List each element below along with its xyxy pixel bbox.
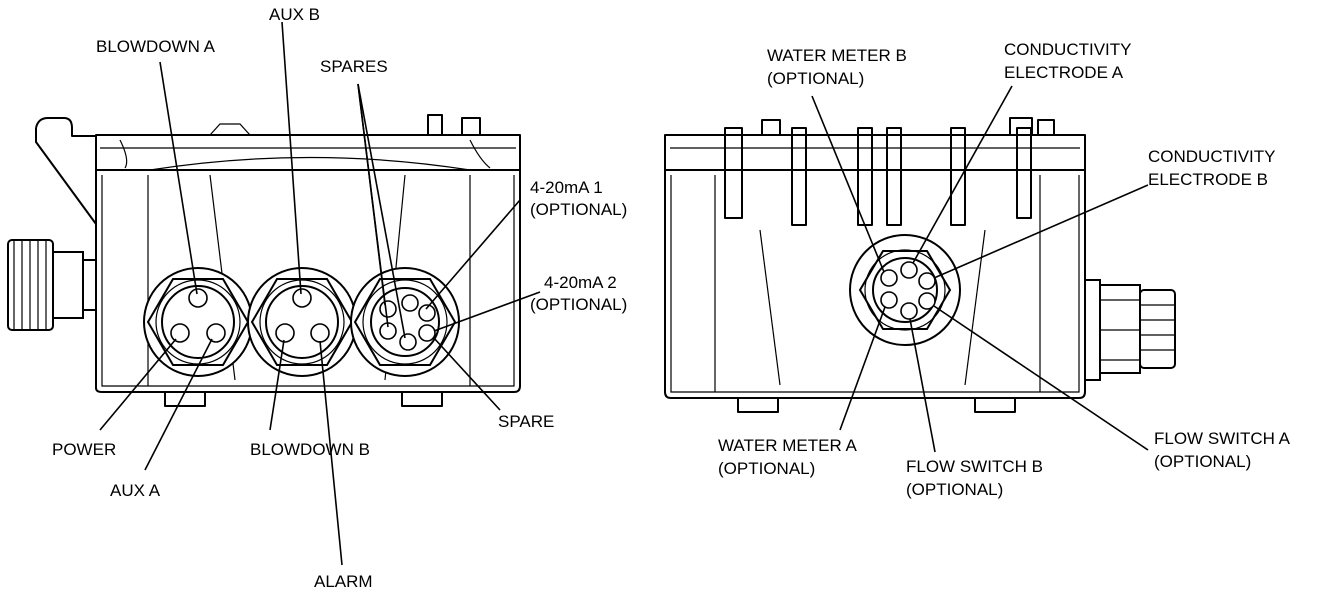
label-spares: SPARES xyxy=(320,57,388,76)
label-water-meter-a-line2: (OPTIONAL) xyxy=(718,459,815,478)
label-4-20ma-2-line1: 4-20mA 2 xyxy=(544,273,617,292)
label-conductivity-a-line1: CONDUCTIVITY xyxy=(1004,40,1132,59)
right-leader-lines xyxy=(811,85,1149,453)
pin-water-meter-a xyxy=(880,291,898,309)
label-blowdown-b: BLOWDOWN B xyxy=(250,440,370,459)
pin-water-meter-b xyxy=(880,269,898,287)
pin-flow-switch-b xyxy=(900,302,918,320)
label-conductivity-b-line1: CONDUCTIVITY xyxy=(1148,147,1276,166)
pin-power xyxy=(170,323,190,343)
pin-blowdown-b xyxy=(275,323,295,343)
label-4-20ma-1-line1: 4-20mA 1 xyxy=(530,178,603,197)
label-4-20ma-2-line2: (OPTIONAL) xyxy=(530,295,627,314)
label-alarm: ALARM xyxy=(314,572,373,591)
pin-blowdown-a xyxy=(188,288,208,308)
label-conductivity-b-line2: ELECTRODE B xyxy=(1148,170,1268,189)
label-spare: SPARE xyxy=(498,412,554,431)
label-flow-switch-b-line2: (OPTIONAL) xyxy=(906,480,1003,499)
left-cable-gland xyxy=(7,239,97,331)
label-aux-a: AUX A xyxy=(110,481,161,500)
label-flow-switch-b-line1: FLOW SWITCH B xyxy=(906,457,1043,476)
label-aux-b: AUX B xyxy=(269,5,320,24)
pin-4-20ma-2 xyxy=(418,324,436,342)
label-water-meter-b-line2: (OPTIONAL) xyxy=(767,69,864,88)
pin-alarm xyxy=(310,323,330,343)
right-enclosure xyxy=(664,117,1086,413)
pin-conductivity-b xyxy=(918,272,936,290)
pin-flow-switch-a xyxy=(918,292,936,310)
pin-spare-1 xyxy=(379,300,397,318)
left-enclosure xyxy=(35,114,521,407)
label-water-meter-a-line1: WATER METER A xyxy=(718,436,858,455)
left-leader-lines xyxy=(99,21,541,566)
connector-3pin-aux-b xyxy=(247,267,357,377)
label-flow-switch-a-line1: FLOW SWITCH A xyxy=(1154,429,1291,448)
right-cable-gland xyxy=(1084,279,1176,381)
pin-4-20ma-1 xyxy=(418,304,436,322)
connector-3pin-blowdown-a xyxy=(143,267,253,377)
pin-aux-a xyxy=(206,323,226,343)
label-blowdown-a: BLOWDOWN A xyxy=(96,37,216,56)
label-flow-switch-a-line2: (OPTIONAL) xyxy=(1154,452,1251,471)
label-power: POWER xyxy=(52,440,116,459)
pin-spare-2 xyxy=(401,294,419,312)
connector-6pin-right xyxy=(849,234,961,346)
pin-spare-4 xyxy=(399,333,417,351)
label-conductivity-a-line2: ELECTRODE A xyxy=(1004,63,1124,82)
pin-aux-b xyxy=(292,288,312,308)
label-4-20ma-1-line2: (OPTIONAL) xyxy=(530,200,627,219)
pin-conductivity-a xyxy=(900,261,918,279)
label-water-meter-b-line1: WATER METER B xyxy=(767,46,907,65)
connector-6pin-spares xyxy=(350,267,460,377)
